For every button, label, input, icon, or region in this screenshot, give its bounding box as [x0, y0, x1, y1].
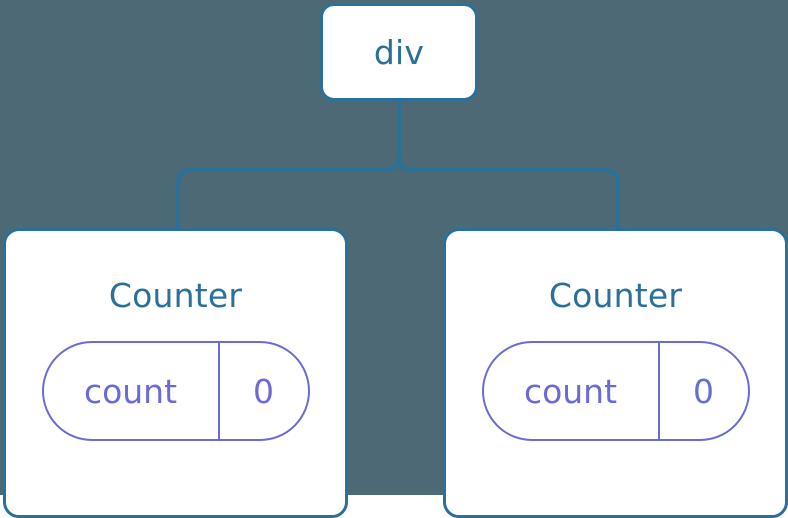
- node-counter-left-label: Counter: [108, 276, 243, 315]
- state-pill-right[interactable]: count 0: [481, 341, 750, 441]
- edge-root-to-left-counter: [176, 100, 401, 228]
- state-value-right: 0: [693, 371, 714, 411]
- node-div-label: div: [373, 32, 425, 72]
- state-value-left: 0: [253, 371, 274, 411]
- node-counter-left[interactable]: Counter count 0: [3, 228, 348, 518]
- node-counter-right-label: Counter: [548, 276, 683, 315]
- node-div[interactable]: div: [320, 3, 478, 101]
- state-pill-left[interactable]: count 0: [41, 341, 310, 441]
- state-key-left: count: [44, 343, 220, 439]
- edge-root-to-right-counter: [397, 100, 620, 228]
- node-counter-right[interactable]: Counter count 0: [443, 228, 788, 518]
- edge-connectors: [176, 100, 620, 228]
- state-key-right: count: [484, 343, 660, 439]
